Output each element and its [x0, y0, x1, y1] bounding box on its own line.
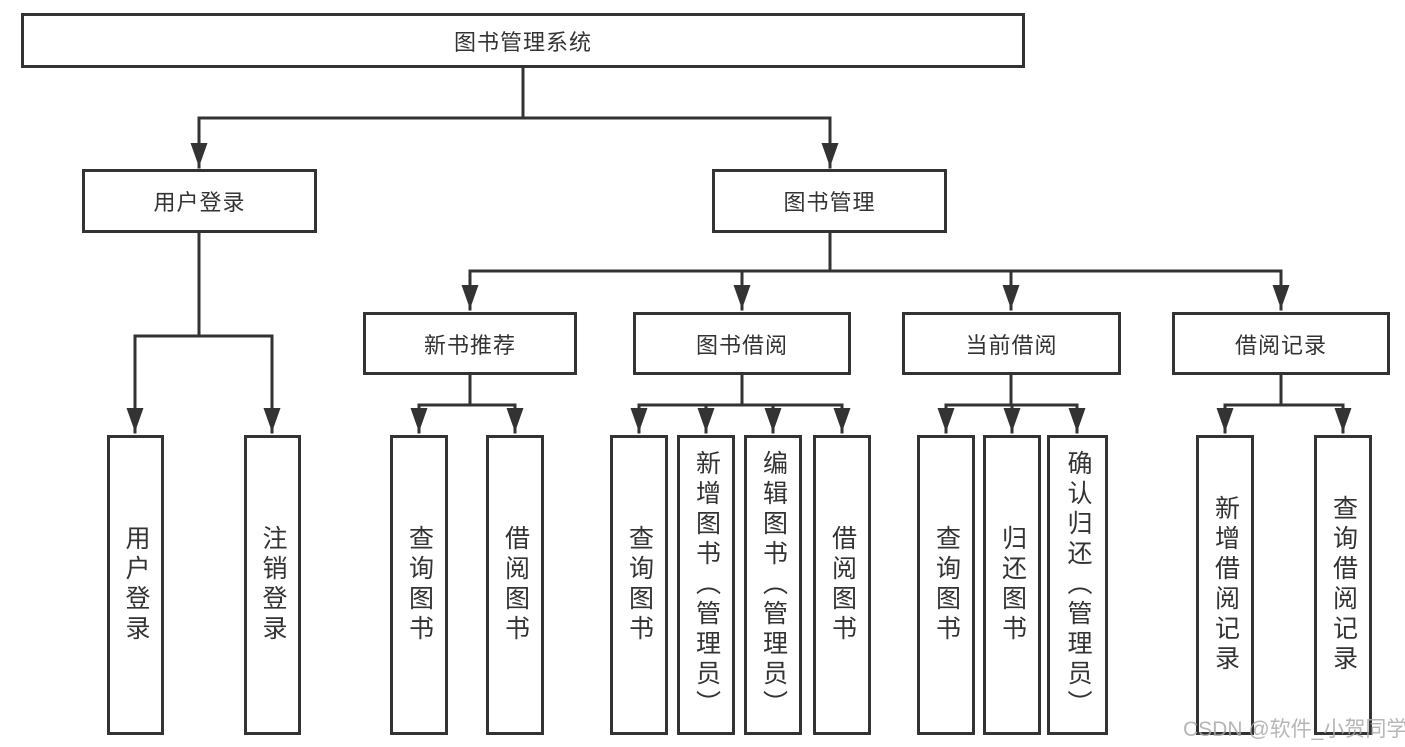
node-user-login-label: 用户登录: [153, 190, 246, 215]
leaf-query-books-1: 查询图书: [390, 435, 448, 735]
node-borrowing-records: 借阅记录: [1172, 312, 1390, 375]
node-new-book-recommendation: 新书推荐: [363, 312, 577, 375]
leaf-query-books-2-label: 查询图书: [625, 525, 654, 645]
leaf-add-borrow-record-label: 新增借阅记录: [1211, 495, 1240, 675]
leaf-confirm-return-admin-label: 确认归还（管理员）: [1064, 450, 1092, 720]
node-book-management-label: 图书管理: [783, 190, 876, 215]
leaf-edit-books-admin: 编辑图书（管理员）: [744, 435, 802, 735]
node-new-book-recommendation-label: 新书推荐: [423, 332, 516, 358]
node-book-borrowing-label: 图书借阅: [695, 332, 788, 358]
leaf-borrow-books-2: 借阅图书: [813, 435, 871, 735]
leaf-borrow-books-1: 借阅图书: [486, 435, 544, 735]
node-borrowing-records-label: 借阅记录: [1234, 332, 1327, 358]
leaf-user-login-label: 用户登录: [122, 525, 150, 645]
node-current-borrowing-label: 当前借阅: [965, 332, 1058, 358]
leaf-return-books-label: 归还图书: [998, 525, 1027, 645]
leaf-query-borrow-record: 查询借阅记录: [1314, 435, 1372, 735]
node-root-label: 图书管理系统: [453, 29, 592, 55]
leaf-query-books-2: 查询图书: [610, 435, 668, 735]
node-current-borrowing: 当前借阅: [902, 312, 1121, 375]
leaf-add-books-admin-label: 新增图书（管理员）: [692, 450, 721, 720]
node-book-management: 图书管理: [712, 169, 947, 233]
node-book-borrowing: 图书借阅: [633, 312, 851, 375]
leaf-borrow-books-1-label: 借阅图书: [501, 525, 530, 645]
leaf-confirm-return-admin: 确认归还（管理员）: [1047, 435, 1108, 735]
node-user-login: 用户登录: [82, 169, 317, 233]
leaf-user-login: 用户登录: [107, 435, 164, 735]
leaf-query-books-3-label: 查询图书: [932, 525, 961, 645]
leaf-query-borrow-record-label: 查询借阅记录: [1329, 495, 1358, 675]
node-root-system: 图书管理系统: [21, 13, 1025, 68]
leaf-edit-books-admin-label: 编辑图书（管理员）: [759, 450, 788, 720]
leaf-return-books: 归还图书: [983, 435, 1041, 735]
leaf-query-books-3: 查询图书: [917, 435, 975, 735]
leaf-borrow-books-2-label: 借阅图书: [828, 525, 857, 645]
leaf-add-books-admin: 新增图书（管理员）: [677, 435, 735, 735]
leaf-logout: 注销登录: [244, 435, 301, 735]
csdn-watermark: CSDN @软件_小贺同学: [1183, 718, 1405, 741]
leaf-query-books-1-label: 查询图书: [405, 525, 434, 645]
leaf-logout-label: 注销登录: [259, 525, 287, 645]
leaf-add-borrow-record: 新增借阅记录: [1196, 435, 1254, 735]
